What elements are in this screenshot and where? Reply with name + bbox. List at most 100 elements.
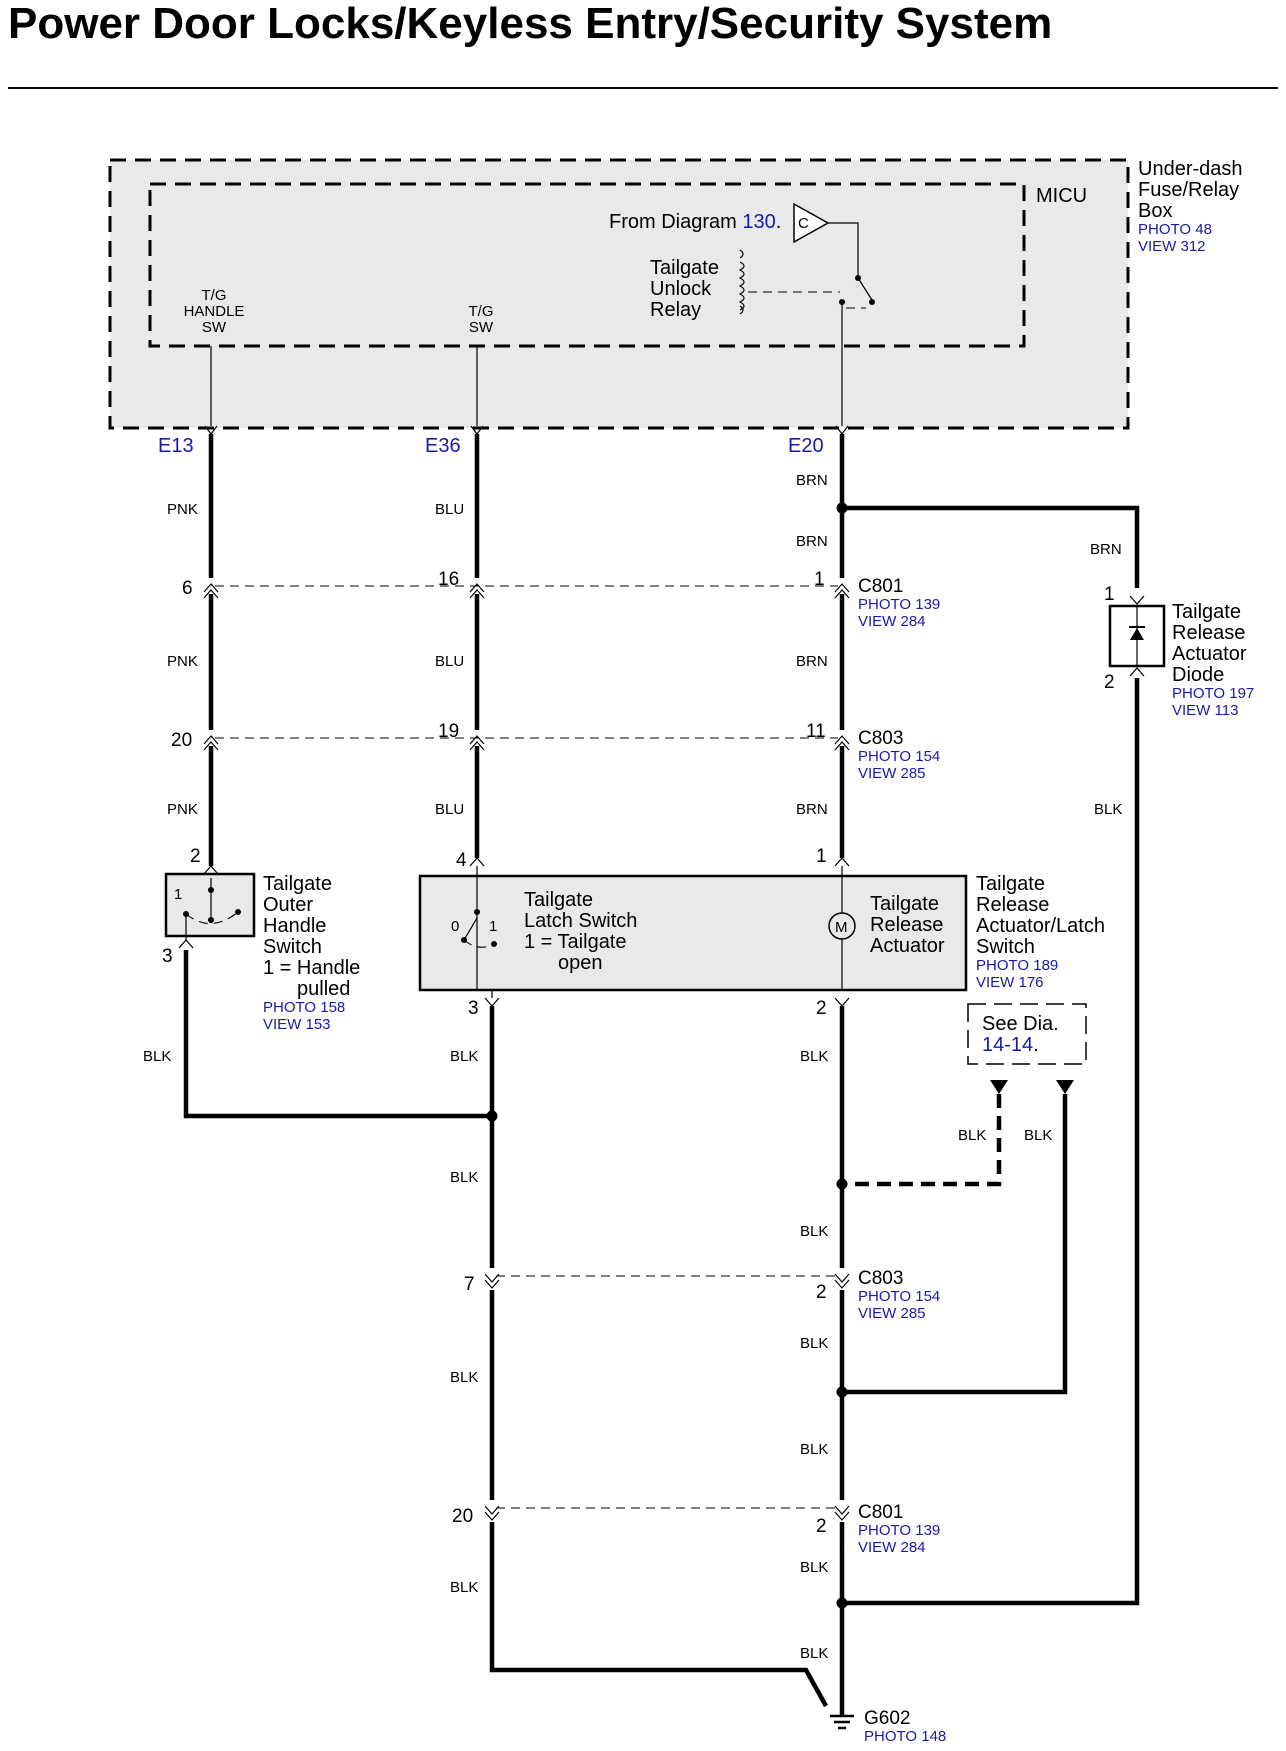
latch-contact-a — [474, 909, 480, 915]
handle-switch-desc-2: pulled — [297, 978, 350, 1000]
latch-assembly-view: VIEW 176 — [976, 974, 1044, 991]
diode-name-2: Release — [1172, 622, 1245, 644]
latch-top-pin-icons — [469, 857, 850, 867]
off-page-connector-icon — [793, 202, 830, 244]
handle-switch-linkage — [185, 911, 239, 925]
c801-bottom-view: VIEW 284 — [858, 1539, 926, 1556]
wire-label-blu-3: BLU — [435, 801, 464, 818]
diode-name-3: Actuator — [1172, 643, 1247, 665]
latch-switch-linkage — [463, 939, 495, 948]
diode-pin1-icon — [1129, 595, 1145, 605]
wire-label-blk-diode: BLK — [1094, 801, 1122, 818]
handle-switch-pin3-icon — [178, 939, 194, 949]
c801-top-pin-icons — [203, 583, 850, 599]
blk-splice-1 — [836, 1178, 848, 1190]
tg-sw-pin-1: T/G — [469, 303, 494, 320]
wire-label-blk-r6: BLK — [800, 1645, 828, 1662]
c803-bottom-pin-7: 7 — [464, 1274, 475, 1295]
handle-switch-pin2-icon — [203, 865, 219, 875]
wire-label-pnk-2: PNK — [167, 653, 198, 670]
relay-contact-pivot — [869, 299, 875, 305]
latch-bottom-pin-icons — [484, 997, 850, 1007]
handle-switch-name-2: Outer — [263, 894, 313, 916]
blk-splice-3 — [836, 1597, 848, 1609]
micu-label: MICU — [1036, 185, 1087, 207]
tg-handle-pin-1: T/G — [202, 287, 227, 304]
latch-switch-name-2: Latch Switch — [524, 910, 637, 932]
blk-splice-2 — [836, 1386, 848, 1398]
c803-bottom-pin-2: 2 — [816, 1282, 827, 1303]
actuator-name-2: Release — [870, 914, 943, 936]
c803-bottom-name: C803 — [858, 1268, 903, 1289]
tg-handle-pin-2: HANDLE — [184, 303, 245, 320]
c801-bottom-name: C801 — [858, 1502, 903, 1523]
c801-bottom-pin-icons — [484, 1505, 850, 1521]
c801-bottom-pin-2: 2 — [816, 1516, 827, 1537]
relay-coil-icon — [738, 249, 745, 315]
latch-switch-name-3: 1 = Tailgate — [524, 931, 627, 953]
handle-switch-name-4: Switch — [263, 936, 322, 958]
tg-handle-pin-3: SW — [202, 319, 227, 336]
see-dia-arrow-right-icon — [1056, 1080, 1074, 1094]
fuse-box-name-2: Fuse/Relay — [1138, 179, 1239, 201]
off-page-marker: C — [798, 215, 809, 232]
see-dia-ref: 14-14. — [982, 1034, 1039, 1056]
wire-label-brn-5: BRN — [1090, 541, 1122, 558]
terminal-e36: E36 — [425, 435, 461, 457]
diode-icon — [1130, 628, 1144, 640]
latch-assembly-name-1: Tailgate — [976, 873, 1045, 895]
c801-top-pin-6: 6 — [182, 578, 193, 599]
wire-label-blk-right: BLK — [1024, 1127, 1052, 1144]
wire-label-blk-handle: BLK — [143, 1048, 171, 1065]
relay-name-1: Tailgate — [650, 257, 719, 279]
ground-name: G602 — [864, 1708, 910, 1729]
wire-label-blu-1: BLU — [435, 501, 464, 518]
actuator-name-1: Tailgate — [870, 893, 939, 915]
c801-top-pin-1: 1 — [814, 569, 825, 590]
see-dia-text: See Dia. — [982, 1013, 1059, 1035]
c801-top-photo: PHOTO 139 — [858, 596, 940, 613]
wire-label-blk-r1: BLK — [800, 1048, 828, 1065]
see-dia-box — [967, 1003, 1087, 1065]
c803-top-pin-19: 19 — [438, 721, 459, 742]
brn-branch-wire — [842, 505, 1140, 588]
latch-pin-3: 3 — [468, 998, 479, 1019]
wire-label-pnk-1: PNK — [167, 501, 198, 518]
c803-top-pin-11: 11 — [806, 721, 826, 742]
terminal-e20: E20 — [788, 435, 824, 457]
wire-label-blk-r5: BLK — [800, 1559, 828, 1576]
relay-name-2: Unlock — [650, 278, 712, 300]
wire-label-brn-1: BRN — [796, 472, 828, 489]
blk-left-wire-3 — [489, 1522, 828, 1708]
latch-pin-4: 4 — [456, 850, 467, 871]
handle-switch-pin-2: 2 — [190, 846, 201, 867]
diode-name-1: Tailgate — [1172, 601, 1241, 623]
latch-assembly-photo: PHOTO 189 — [976, 957, 1058, 974]
handle-switch-pin-3: 3 — [162, 946, 173, 967]
c803-bottom-view: VIEW 285 — [858, 1305, 926, 1322]
motor-label: M — [835, 919, 848, 936]
diode-name-4: Diode — [1172, 664, 1224, 686]
handle-switch-box — [164, 872, 256, 938]
latch-pin-1: 1 — [816, 846, 827, 867]
c803-top-pin-icons — [203, 735, 850, 751]
c801-bottom-photo: PHOTO 139 — [858, 1522, 940, 1539]
c803-bottom-pin-icons — [484, 1273, 850, 1289]
wire-label-brn-2: BRN — [796, 533, 828, 550]
ground-photo: PHOTO 148 — [864, 1728, 946, 1745]
handle-switch-pos-1: 1 — [174, 886, 182, 903]
wire-label-blk-l4: BLK — [450, 1579, 478, 1596]
latch-pos-0: 0 — [451, 918, 459, 935]
c803-top-view: VIEW 285 — [858, 765, 926, 782]
handle-switch-view: VIEW 153 — [263, 1016, 331, 1033]
handle-switch-photo: PHOTO 158 — [263, 999, 345, 1016]
blk-branch-right — [842, 1094, 1068, 1395]
wire-label-pnk-3: PNK — [167, 801, 198, 818]
handle-switch-contact-b — [208, 917, 214, 923]
wire-label-blk-l3: BLK — [450, 1369, 478, 1386]
latch-assembly-name-4: Switch — [976, 936, 1035, 958]
see-dia-arrow-left-icon — [990, 1080, 1008, 1094]
diode-blk-wire — [842, 678, 1140, 1606]
diode-view: VIEW 113 — [1172, 702, 1238, 719]
diode-pin-2: 2 — [1104, 672, 1115, 693]
